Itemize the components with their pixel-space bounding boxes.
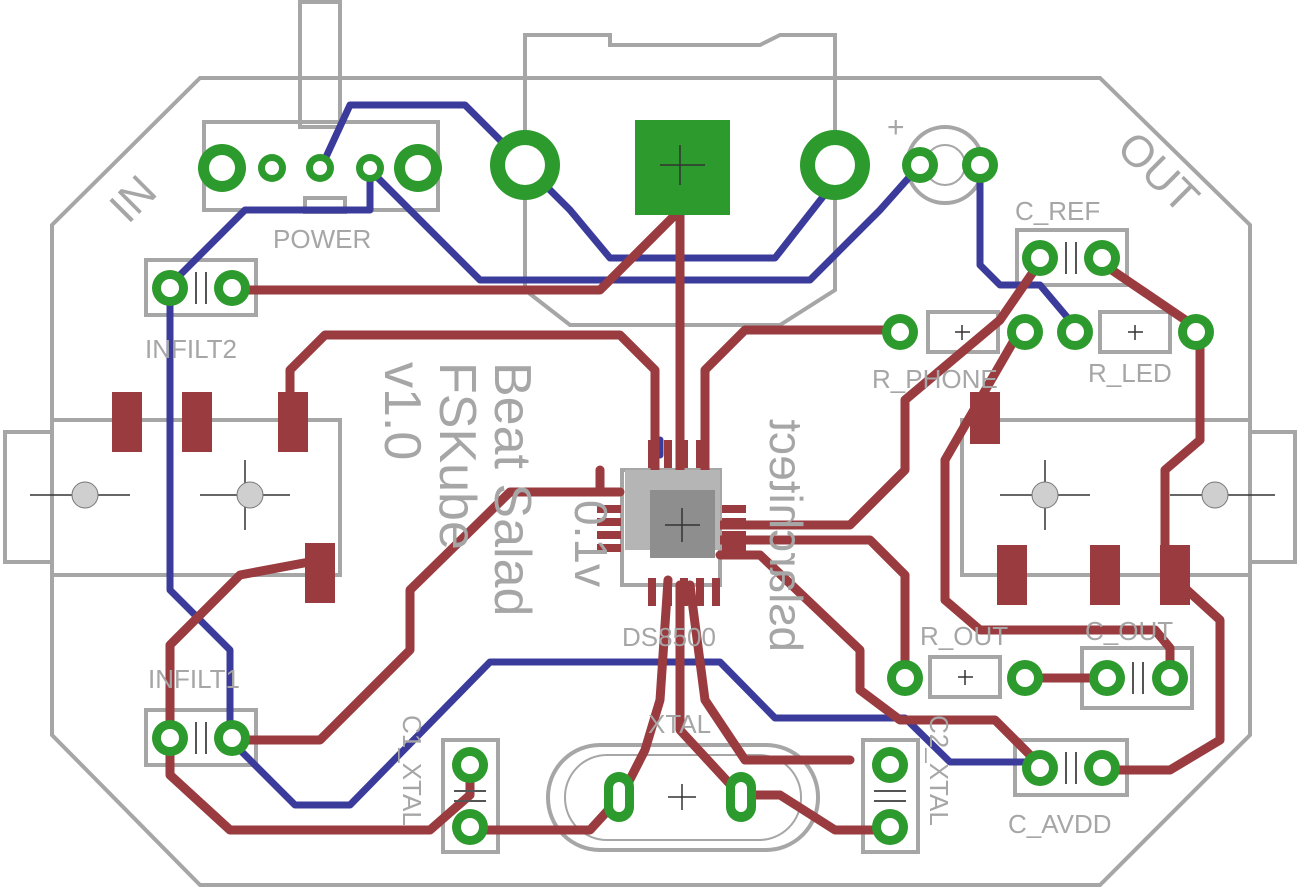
c1-xtal-outline — [441, 738, 500, 854]
ic-pads — [597, 440, 746, 606]
battery-holder-outline — [523, 33, 837, 327]
c1-xtal-label: C1_XTAL — [397, 715, 427, 826]
out-label: OUT — [1108, 122, 1208, 222]
r-led-label: R_LED — [1088, 358, 1172, 388]
infilt1-label: INFILT1 — [148, 664, 240, 694]
power-pads — [198, 144, 442, 192]
capacitor-symbols — [195, 242, 1144, 802]
battery-pad — [635, 120, 730, 215]
c2-xtal-outline — [861, 738, 920, 854]
in-label: IN — [100, 166, 166, 232]
board-outline — [50, 76, 1252, 887]
power-label: POWER — [273, 224, 371, 254]
r-out-label: R_OUT — [920, 621, 1008, 651]
title-line2: FSKube — [428, 362, 486, 550]
chip-text-a: bslarchitect — [760, 419, 812, 652]
right-jack-pads — [970, 392, 1190, 605]
r-phone-label: R_PHONE — [872, 364, 998, 394]
left-jack-pads — [112, 392, 335, 603]
r-led-outline — [1098, 310, 1172, 354]
component-pads — [152, 240, 1214, 845]
infilt2-label: INFILT2 — [145, 334, 237, 364]
chip-text-b: 0.1v — [565, 500, 617, 587]
xtal-outline — [546, 743, 820, 852]
c-out-label: C_OUT — [1085, 616, 1173, 646]
c2-xtal-label: C2_XTAL — [924, 715, 954, 826]
led-plus-label: + — [887, 111, 905, 144]
title-line3: v1.0 — [373, 362, 431, 460]
c-avdd-label: C_AVDD — [1008, 809, 1112, 839]
title-line1: Beat Salad — [483, 362, 541, 616]
r-out-outline — [928, 655, 1002, 699]
c-ref-label: C_REF — [1015, 196, 1100, 226]
bottom-copper-traces — [166, 101, 1082, 809]
xtal-label: XTAL — [648, 709, 711, 739]
chip-label: DS8500 — [622, 622, 716, 652]
c-ref-outline — [1015, 228, 1129, 287]
